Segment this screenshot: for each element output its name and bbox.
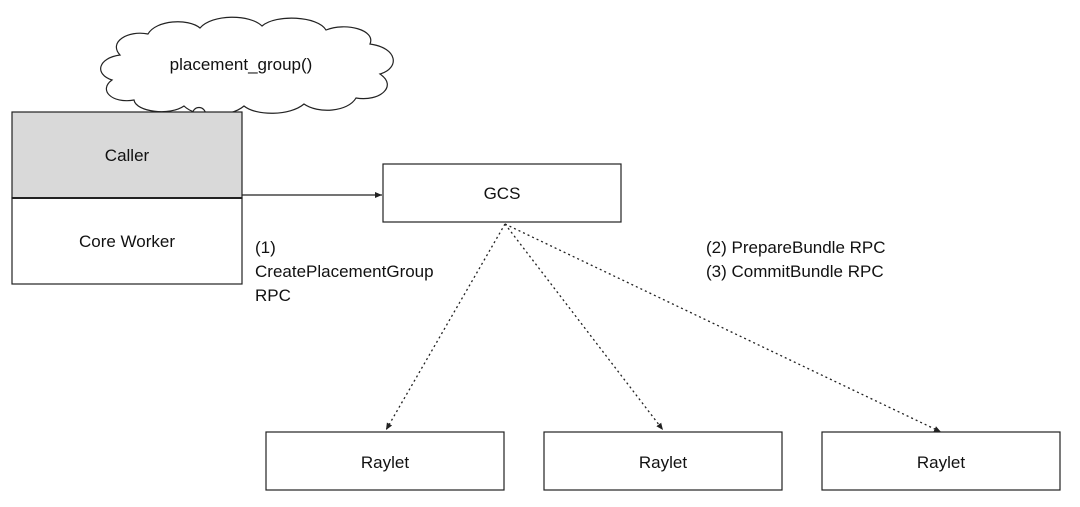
create-rpc-line-1: (1) bbox=[255, 238, 276, 257]
raylet-box-1: Raylet bbox=[265, 431, 505, 491]
raylet-label-2: Raylet bbox=[639, 453, 687, 472]
gcs-to-raylet-1-arrow bbox=[385, 223, 506, 431]
create-rpc-line-3: RPC bbox=[255, 286, 291, 305]
core-worker-box: Core Worker bbox=[11, 197, 243, 285]
create-rpc-label: (1) CreatePlacementGroup RPC bbox=[255, 238, 438, 305]
gcs-label: GCS bbox=[484, 184, 521, 203]
caller-box: Caller bbox=[11, 111, 243, 199]
caller-label: Caller bbox=[105, 146, 150, 165]
bundle-rpc-line-2: (3) CommitBundle RPC bbox=[706, 262, 884, 281]
raylet-label-3: Raylet bbox=[917, 453, 965, 472]
thought-bubble-text: placement_group() bbox=[170, 55, 313, 74]
core-worker-label: Core Worker bbox=[79, 232, 175, 251]
bundle-rpc-line-1: (2) PrepareBundle RPC bbox=[706, 238, 886, 257]
raylet-box-3: Raylet bbox=[821, 431, 1061, 491]
raylet-label-1: Raylet bbox=[361, 453, 409, 472]
raylet-box-2: Raylet bbox=[543, 431, 783, 491]
cloud-shape bbox=[100, 16, 394, 116]
create-rpc-line-2: CreatePlacementGroup bbox=[255, 262, 434, 281]
gcs-to-raylet-2-arrow bbox=[504, 223, 664, 431]
bundle-rpc-label: (2) PrepareBundle RPC (3) CommitBundle R… bbox=[706, 238, 890, 281]
gcs-box: GCS bbox=[382, 163, 622, 223]
gcs-to-raylet-3-arrow bbox=[504, 223, 942, 433]
